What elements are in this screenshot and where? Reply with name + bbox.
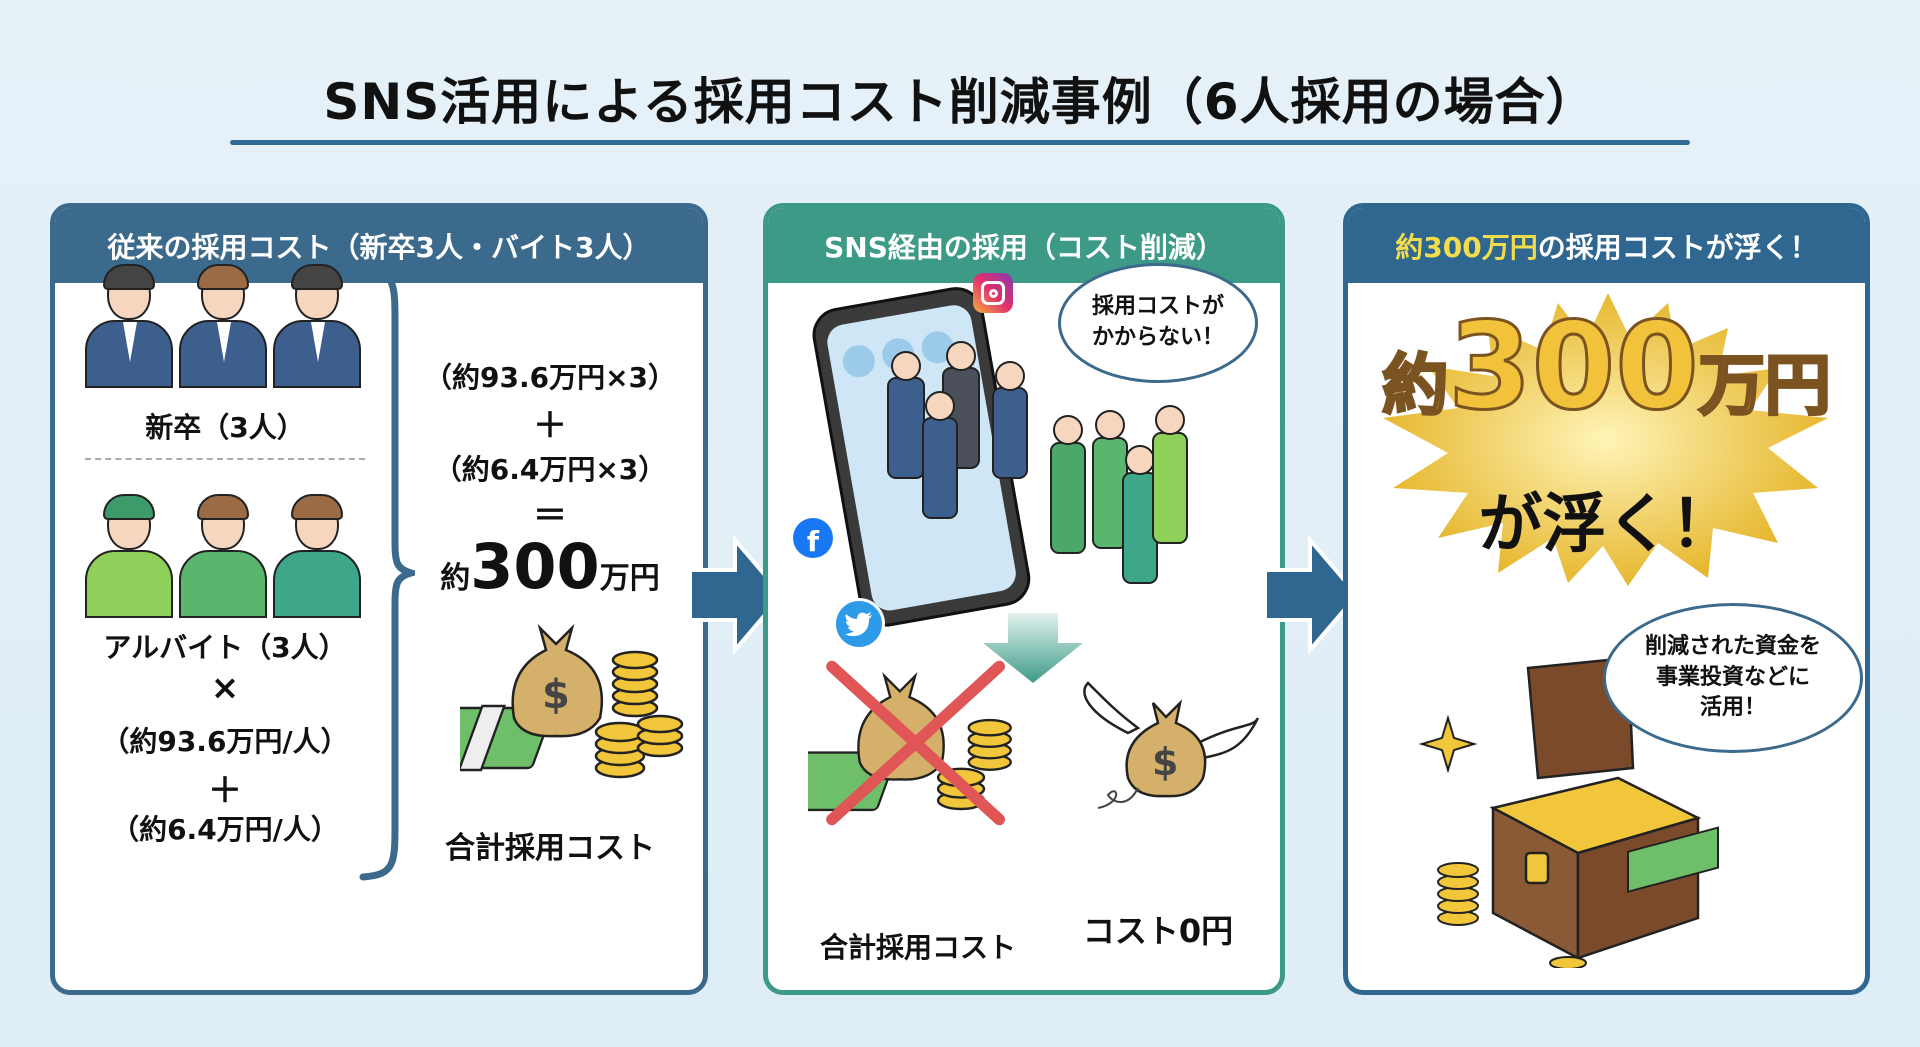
rate-new-grad: （約93.6万円/人） [101, 725, 349, 758]
total-number: 300 [470, 530, 600, 603]
part-time-person-icon [85, 494, 173, 618]
smartphone-recruits-illustration [812, 287, 1188, 627]
plus-sign: ＋ [208, 771, 242, 811]
panel-header: 約300万円の採用コストが浮く！ [1348, 208, 1865, 283]
speech-bubble: 削減された資金を 事業投資などに 活用！ [1603, 603, 1863, 753]
speech-bubble: 採用コストがかからない！ [1058, 263, 1258, 383]
header-highlight: 約300万円 [1395, 230, 1538, 264]
money-caption: 合計採用コスト [445, 831, 655, 866]
new-grad-illustration [85, 264, 361, 388]
calc-line-1: （約93.6万円×3） [423, 361, 677, 394]
speech-line-2: 事業投資などに [1655, 664, 1810, 690]
part-time-illustration [85, 494, 361, 618]
crossed-money-pile-icon [808, 660, 1012, 826]
panel-savings: 約300万円の採用コストが浮く！ 約300万円 が浮く！ 削減された資金を 事業… [1343, 203, 1870, 995]
header-rest: の採用コストが浮く！ [1537, 230, 1818, 264]
part-time-person-icon [273, 494, 361, 618]
money-pile-icon: $ [460, 623, 684, 779]
speech-line-1: 削減された資金を [1644, 633, 1821, 659]
rate-part-time: （約6.4万円/人） [111, 813, 339, 846]
arrow-right-icon [688, 535, 785, 655]
speech-line-3: 活用！ [1699, 695, 1766, 721]
new-grad-person-icon [85, 264, 173, 388]
zero-cost-caption: コスト0円 [1082, 912, 1234, 950]
burst-number: 300 [1447, 298, 1700, 437]
speech-line-2: かからない！ [1091, 325, 1224, 350]
times-sign: × [210, 668, 240, 708]
panel-sns-recruiting: SNS経由の採用（コスト削減） f 採用コストがかからない！ [763, 203, 1285, 995]
speech-line-1: 採用コストが [1091, 294, 1224, 320]
panel-traditional-cost: 従来の採用コスト（新卒3人・バイト3人） 新卒（3人） アルバイト（3人） × … [50, 203, 708, 995]
burst-suffix: 万円 [1697, 347, 1832, 424]
title-underline [230, 140, 1690, 145]
calc-line-2: （約6.4万円×3） [433, 453, 667, 486]
twitter-icon [833, 598, 885, 650]
calc-equals: ＝ [533, 496, 567, 536]
burst-prefix: 約 [1381, 347, 1450, 424]
total-cost: 約300万円 [405, 530, 695, 603]
flying-money-bag-icon: $ [1083, 681, 1260, 809]
page-title: SNS活用による採用コスト削減事例（6人採用の場合） [323, 73, 1597, 131]
burst-amount: 約300万円 [1348, 306, 1865, 429]
instagram-icon [973, 273, 1013, 313]
burst-line-2: が浮く！ [1478, 488, 1735, 562]
calc-plus: ＋ [533, 406, 567, 446]
svg-text:$: $ [1152, 740, 1178, 784]
part-time-person-icon [179, 494, 267, 618]
gold-starburst-icon [1383, 293, 1828, 586]
new-grad-label: 新卒（3人） [145, 411, 305, 444]
part-time-label: アルバイト（3人） [103, 631, 347, 664]
divider [85, 458, 365, 460]
new-grad-person-icon [273, 264, 361, 388]
arrow-down-icon [983, 613, 1083, 683]
arrow-right-icon [1263, 535, 1360, 655]
curly-brace-icon [359, 265, 415, 881]
facebook-icon: f [793, 518, 833, 558]
svg-text:$: $ [542, 672, 570, 718]
new-grad-person-icon [179, 264, 267, 388]
total-prefix: 約 [440, 561, 471, 596]
crossed-caption: 合計採用コスト [819, 931, 1016, 964]
treasure-chest-icon [1418, 656, 1719, 968]
total-suffix: 万円 [599, 561, 660, 596]
